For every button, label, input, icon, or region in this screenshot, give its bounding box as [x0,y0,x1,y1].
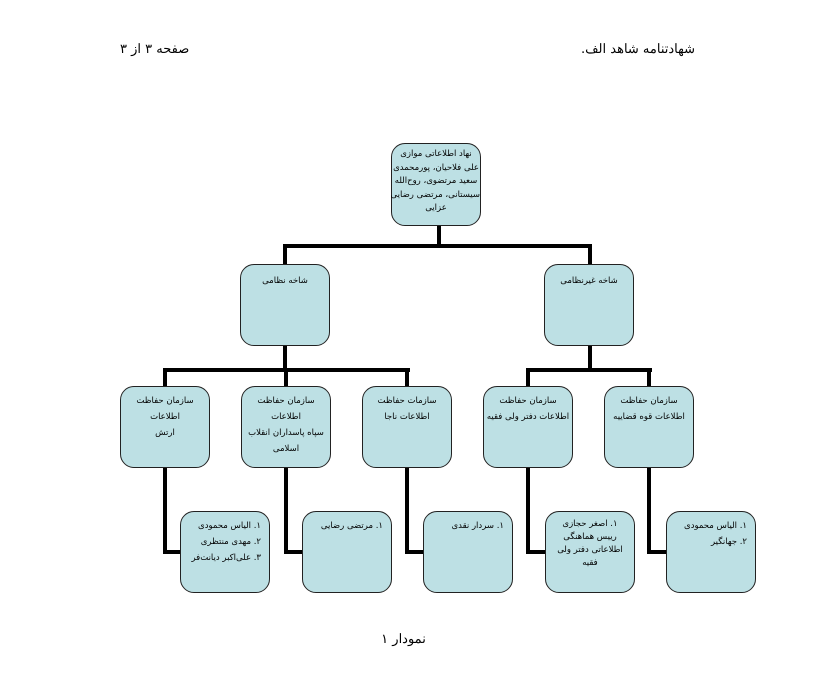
connector [588,346,592,372]
personnel-node: ۱. سردار نقدی [423,511,513,593]
node-text-line: سازمات حفاظت [377,396,437,406]
connector [405,468,409,554]
connector [284,550,302,554]
node-text-line: اسلامی [272,444,300,454]
branch-civilian: شاخه غیرنظامی [544,264,634,346]
personnel-node: ۱. مرتضی رضایی [302,511,392,593]
node-text-line: سازمان حفاظت [136,396,194,406]
node-text-line: سپاه پاسداران انقلاب [248,428,324,438]
connector [437,225,441,248]
personnel-node: ۱. اصغر حجازی رییس هماهنگی اطلاعاتی دفتر و… [545,511,635,593]
node-text-line: اطلاعات ناجا [384,412,430,422]
node-text-line: سیستانی، مرتضی رضایی [390,189,480,200]
connector [526,468,530,554]
connector [526,368,652,372]
branch-military: شاخه نظامی [240,264,330,346]
connector [526,550,545,554]
connector [405,370,409,386]
unit-node: سازمان حفاظت اطلاعات ارتش [120,386,210,468]
connector [163,468,167,554]
node-text-line: ۲. مهدی منتظری [200,537,261,547]
connector [405,550,423,554]
unit-node: سازمان حفاظت اطلاعات سپاه پاسداران انقلاب ا… [241,386,331,468]
connector [526,370,530,386]
connector [284,468,288,554]
connector [647,550,666,554]
node-text-line: علی فلاحیان، پورمحمدی [393,162,479,173]
node-text-line: اطلاعات قوه قضاییه [613,412,685,422]
node-text-line: ۱. اصغر حجازی [562,519,618,529]
node-text-line: فقیه [582,558,598,568]
node-text-line: ۱. الیاس محمودی [684,521,747,531]
node-text-line: ۳. علی‌اکبر دیانت‌فر [191,553,261,563]
connector [283,244,287,264]
node-text-line: ۱. مرتضی رضایی [320,521,383,531]
node-text-line: اطلاعاتی دفتر ولی [557,545,623,555]
node-text-line: ارتش [155,428,175,438]
connector [163,550,180,554]
node-text-line: عزایی [425,203,447,213]
node-text-line: اطلاعات دفتر ولی فقیه [486,412,570,422]
node-text-line: ۱. سردار نقدی [451,521,504,531]
document-title: شهادتنامه شاهد الف. [580,42,695,57]
connector [647,468,651,554]
unit-node: سازمات حفاظت اطلاعات ناجا [362,386,452,468]
connector [283,244,592,248]
personnel-node: ۱. الیاس محمودی ۲. جهانگیر [666,511,756,593]
node-text-line: ۲. جهانگیر [710,537,747,547]
page-number: صفحه ۳ از ۳ [120,42,190,57]
figure-caption: نمودار ۱ [381,632,426,647]
unit-node: سازمان حفاظت اطلاعات قوه قضاییه [604,386,694,468]
node-text-line: سازمان حفاظت [499,396,557,406]
node-text-line: سعید مرتضوی، روح‌الله [394,176,478,186]
node-text-line: نهاد اطلاعاتی موازی [400,149,472,159]
personnel-node: ۱. الیاس محمودی ۲. مهدی منتظری ۳. علی‌اکبر… [180,511,270,593]
node-text-line: سازمان حفاظت [620,396,678,406]
connector [588,244,592,264]
node-text-line: سازمان حفاظت [257,396,315,406]
node-text-line: اطلاعات [150,412,180,422]
connector [647,370,651,386]
node-text-line: رییس هماهنگی [563,532,617,542]
node-text-line: اطلاعات [271,412,301,422]
root-node: نهاد اطلاعاتی موازی علی فلاحیان، پورمحمدی… [391,143,481,226]
connector [283,346,287,372]
unit-node: سازمان حفاظت اطلاعات دفتر ولی فقیه [483,386,573,468]
connector [284,370,288,386]
connector [163,370,167,386]
node-text-line: ۱. الیاس محمودی [198,521,261,531]
